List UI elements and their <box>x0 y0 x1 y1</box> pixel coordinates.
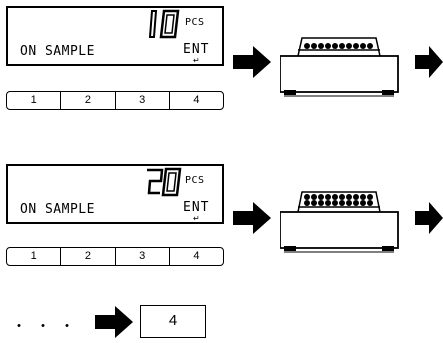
arrow-right-icon <box>233 46 271 78</box>
function-key-2[interactable]: 2 <box>61 92 116 109</box>
status-message: ON SAMPLE <box>20 202 95 217</box>
function-key-1[interactable]: 1 <box>7 248 62 265</box>
function-key-3[interactable]: 3 <box>116 248 170 265</box>
arrow-right-icon <box>233 202 271 234</box>
key-4-button[interactable]: 4 <box>140 305 206 338</box>
enter-arrow-icon: ↵ <box>193 214 200 223</box>
unit-label: PCS <box>185 17 205 28</box>
function-key-2[interactable]: 2 <box>61 248 116 265</box>
function-key-4[interactable]: 4 <box>193 94 200 106</box>
ellipsis: ・・・ <box>12 318 84 334</box>
lcd-display-step-2: PCS ON SAMPLE ENT ↵ <box>6 164 224 224</box>
lcd-display-step-1: PCS ON SAMPLE ENT ↵ <box>6 6 224 66</box>
enter-label: ENT <box>183 200 210 215</box>
enter-arrow-icon: ↵ <box>193 56 200 65</box>
function-keys-step-2: 1 2 3 4 <box>6 247 224 266</box>
scale-with-10-samples <box>280 37 399 97</box>
status-message: ON SAMPLE <box>20 44 95 59</box>
enter-label: ENT <box>183 42 210 57</box>
unit-label: PCS <box>185 175 205 186</box>
arrow-right-icon <box>95 306 133 338</box>
arrow-right-icon <box>415 46 443 78</box>
count-digits-10 <box>148 9 180 39</box>
function-key-1[interactable]: 1 <box>7 92 62 109</box>
function-keys-step-1: 1 2 3 4 <box>6 91 224 110</box>
function-key-3[interactable]: 3 <box>116 92 170 109</box>
arrow-right-icon <box>415 202 443 234</box>
function-key-4[interactable]: 4 <box>193 250 200 262</box>
count-digits-20 <box>147 167 182 197</box>
scale-with-20-samples <box>280 191 399 253</box>
